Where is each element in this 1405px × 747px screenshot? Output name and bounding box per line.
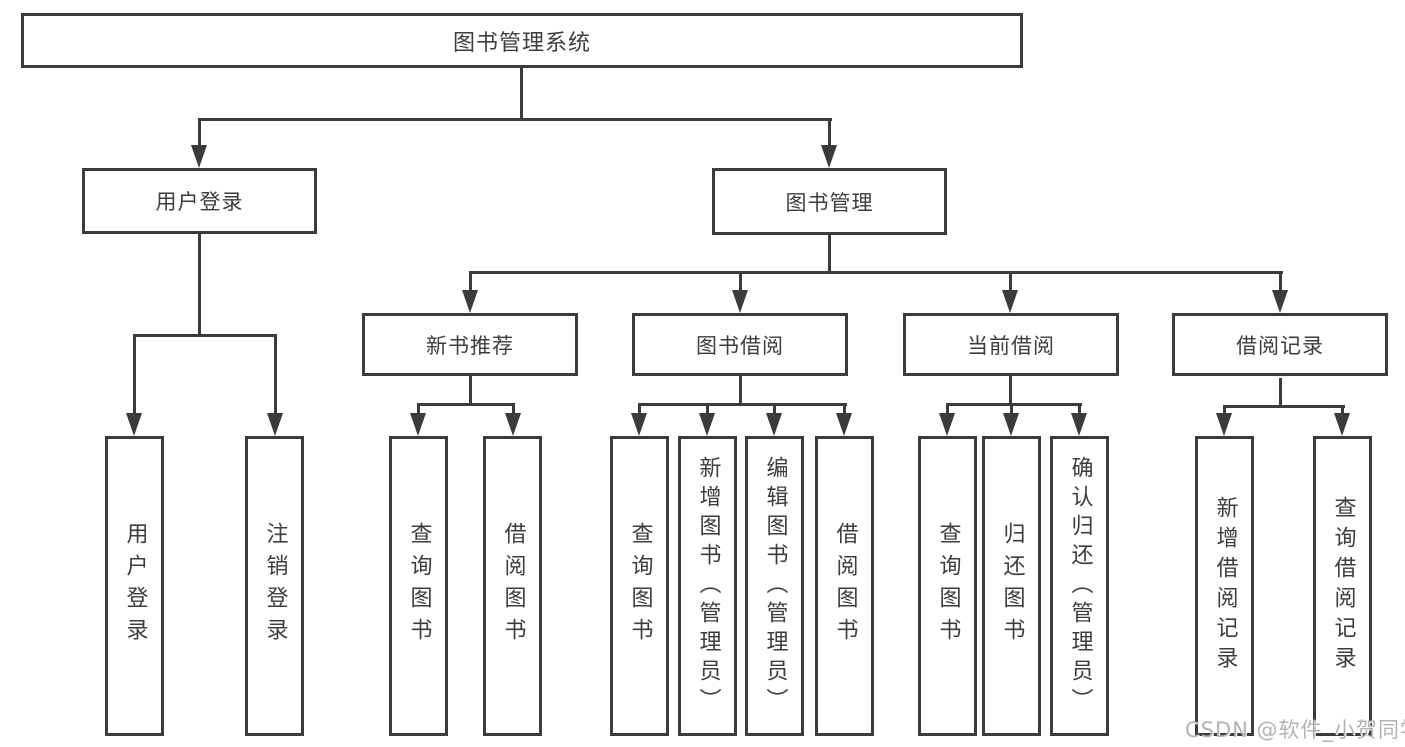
leaf-query-borrow-record-label: 查询借阅记录	[1330, 496, 1356, 676]
connector-current-borrow-stem	[1009, 376, 1012, 405]
node-current-borrow: 当前借阅	[903, 313, 1119, 376]
arrowhead-leaf-confirm-return	[1071, 413, 1087, 436]
leaf-confirm-return-admin-label: 确认归还（管理员）	[1067, 455, 1093, 717]
connector-to-leaf-return-books	[1010, 403, 1013, 416]
connector-to-leaf-query-books-2	[638, 403, 641, 416]
connector-to-current-borrow	[1009, 271, 1012, 291]
arrowhead-current-borrow	[1002, 290, 1018, 313]
leaf-add-books-admin-label: 新增图书（管理员）	[695, 455, 721, 717]
node-root-label: 图书管理系统	[452, 30, 591, 56]
connector-to-new-books	[469, 271, 472, 291]
node-leaf-query-books-2: 查询图书	[610, 436, 669, 736]
connector-new-books-bus	[417, 403, 515, 406]
arrowhead-leaf-query-record	[1334, 413, 1350, 436]
node-leaf-borrow-books-2: 借阅图书	[815, 436, 874, 736]
arrowhead-book-borrow	[732, 290, 748, 313]
node-user-login-label: 用户登录	[155, 190, 244, 214]
connector-to-leaf-query-books-3	[946, 403, 949, 416]
connector-book-mgmt-stem	[828, 235, 831, 273]
connector-book-mgmt-bus	[469, 271, 1283, 274]
arrowhead-leaf-add-books	[699, 413, 715, 436]
connector-to-leaf-query-books-1	[417, 403, 420, 416]
arrowhead-leaf-return-books	[1003, 413, 1019, 436]
arrowhead-leaf-borrow-books-2	[836, 413, 852, 436]
connector-to-leaf-query-record	[1341, 405, 1344, 416]
arrowhead-user-login	[191, 145, 207, 168]
connector-to-leaf-add-record	[1223, 405, 1226, 416]
connector-new-books-stem	[469, 376, 472, 405]
node-new-books: 新书推荐	[362, 313, 578, 376]
connector-to-leaf-borrow-books-2	[843, 403, 846, 416]
connector-borrow-records-stem	[1279, 378, 1282, 407]
node-book-mgmt-label: 图书管理	[785, 190, 874, 215]
leaf-add-borrow-record-label: 新增借阅记录	[1212, 496, 1238, 676]
arrowhead-borrow-records	[1272, 290, 1288, 313]
arrowhead-leaf-query-books-3	[939, 413, 955, 436]
leaf-borrow-books-2-label: 借阅图书	[832, 522, 858, 650]
leaf-return-books-label: 归还图书	[999, 522, 1025, 650]
arrowhead-new-books	[462, 290, 478, 313]
connector-book-borrow-bus	[638, 403, 847, 406]
connector-to-borrow-records	[1279, 271, 1282, 291]
leaf-logout-label: 注销登录	[262, 522, 288, 650]
connector-to-leaf-borrow-books-1	[512, 403, 515, 416]
arrowhead-leaf-edit-books	[766, 413, 782, 436]
arrowhead-leaf-logout	[267, 413, 283, 436]
leaf-query-books-1-label: 查询图书	[406, 522, 432, 650]
node-user-login: 用户登录	[82, 168, 317, 234]
node-new-books-label: 新书推荐	[426, 333, 514, 358]
node-borrow-records: 借阅记录	[1172, 313, 1388, 376]
connector-to-leaf-add-books	[706, 403, 709, 416]
connector-root-to-user-login	[198, 118, 201, 148]
node-root: 图书管理系统	[21, 13, 1023, 68]
connector-borrow-records-bus	[1223, 405, 1345, 408]
connector-to-leaf-logout	[274, 334, 277, 414]
arrowhead-leaf-add-record	[1216, 413, 1232, 436]
node-book-borrow: 图书借阅	[632, 313, 848, 376]
connector-current-borrow-bus	[946, 403, 1082, 406]
arrowhead-leaf-user-login	[126, 413, 142, 436]
node-leaf-return-books: 归还图书	[982, 436, 1041, 736]
node-book-borrow-label: 图书借阅	[696, 333, 784, 358]
leaf-borrow-books-1-label: 借阅图书	[500, 522, 526, 650]
connector-root-bus	[198, 118, 832, 121]
node-leaf-add-books-admin: 新增图书（管理员）	[678, 436, 737, 736]
node-leaf-user-login: 用户登录	[105, 436, 164, 736]
arrowhead-leaf-borrow-books-1	[505, 413, 521, 436]
arrowhead-leaf-query-books-1	[410, 413, 426, 436]
node-current-borrow-label: 当前借阅	[967, 333, 1055, 358]
connector-root-stem	[520, 68, 523, 120]
connector-user-login-stem	[198, 234, 201, 336]
node-leaf-query-books-1: 查询图书	[389, 436, 448, 736]
leaf-query-books-3-label: 查询图书	[935, 522, 961, 650]
node-leaf-logout: 注销登录	[245, 436, 304, 736]
connector-to-leaf-user-login	[133, 334, 136, 414]
node-borrow-records-label: 借阅记录	[1236, 333, 1324, 358]
connector-to-leaf-confirm-return	[1078, 403, 1081, 416]
node-leaf-query-books-3: 查询图书	[918, 436, 977, 736]
node-book-mgmt: 图书管理	[712, 168, 947, 235]
node-leaf-confirm-return-admin: 确认归还（管理员）	[1050, 436, 1109, 736]
connector-root-to-book-mgmt	[828, 118, 831, 148]
connector-to-book-borrow	[739, 271, 742, 291]
arrowhead-book-mgmt	[821, 145, 837, 168]
node-leaf-borrow-books-1: 借阅图书	[483, 436, 542, 736]
connector-book-borrow-stem	[739, 376, 742, 405]
connector-to-leaf-edit-books	[773, 403, 776, 416]
leaf-user-login-label: 用户登录	[122, 522, 148, 650]
watermark: CSDN @软件_小贺同学	[1185, 718, 1405, 742]
leaf-edit-books-admin-label: 编辑图书（管理员）	[762, 455, 788, 717]
connector-user-login-bus	[133, 334, 277, 337]
arrowhead-leaf-query-books-2	[631, 413, 647, 436]
leaf-query-books-2-label: 查询图书	[627, 522, 653, 650]
node-leaf-edit-books-admin: 编辑图书（管理员）	[745, 436, 804, 736]
node-leaf-query-borrow-record: 查询借阅记录	[1313, 436, 1372, 736]
node-leaf-add-borrow-record: 新增借阅记录	[1195, 436, 1254, 736]
